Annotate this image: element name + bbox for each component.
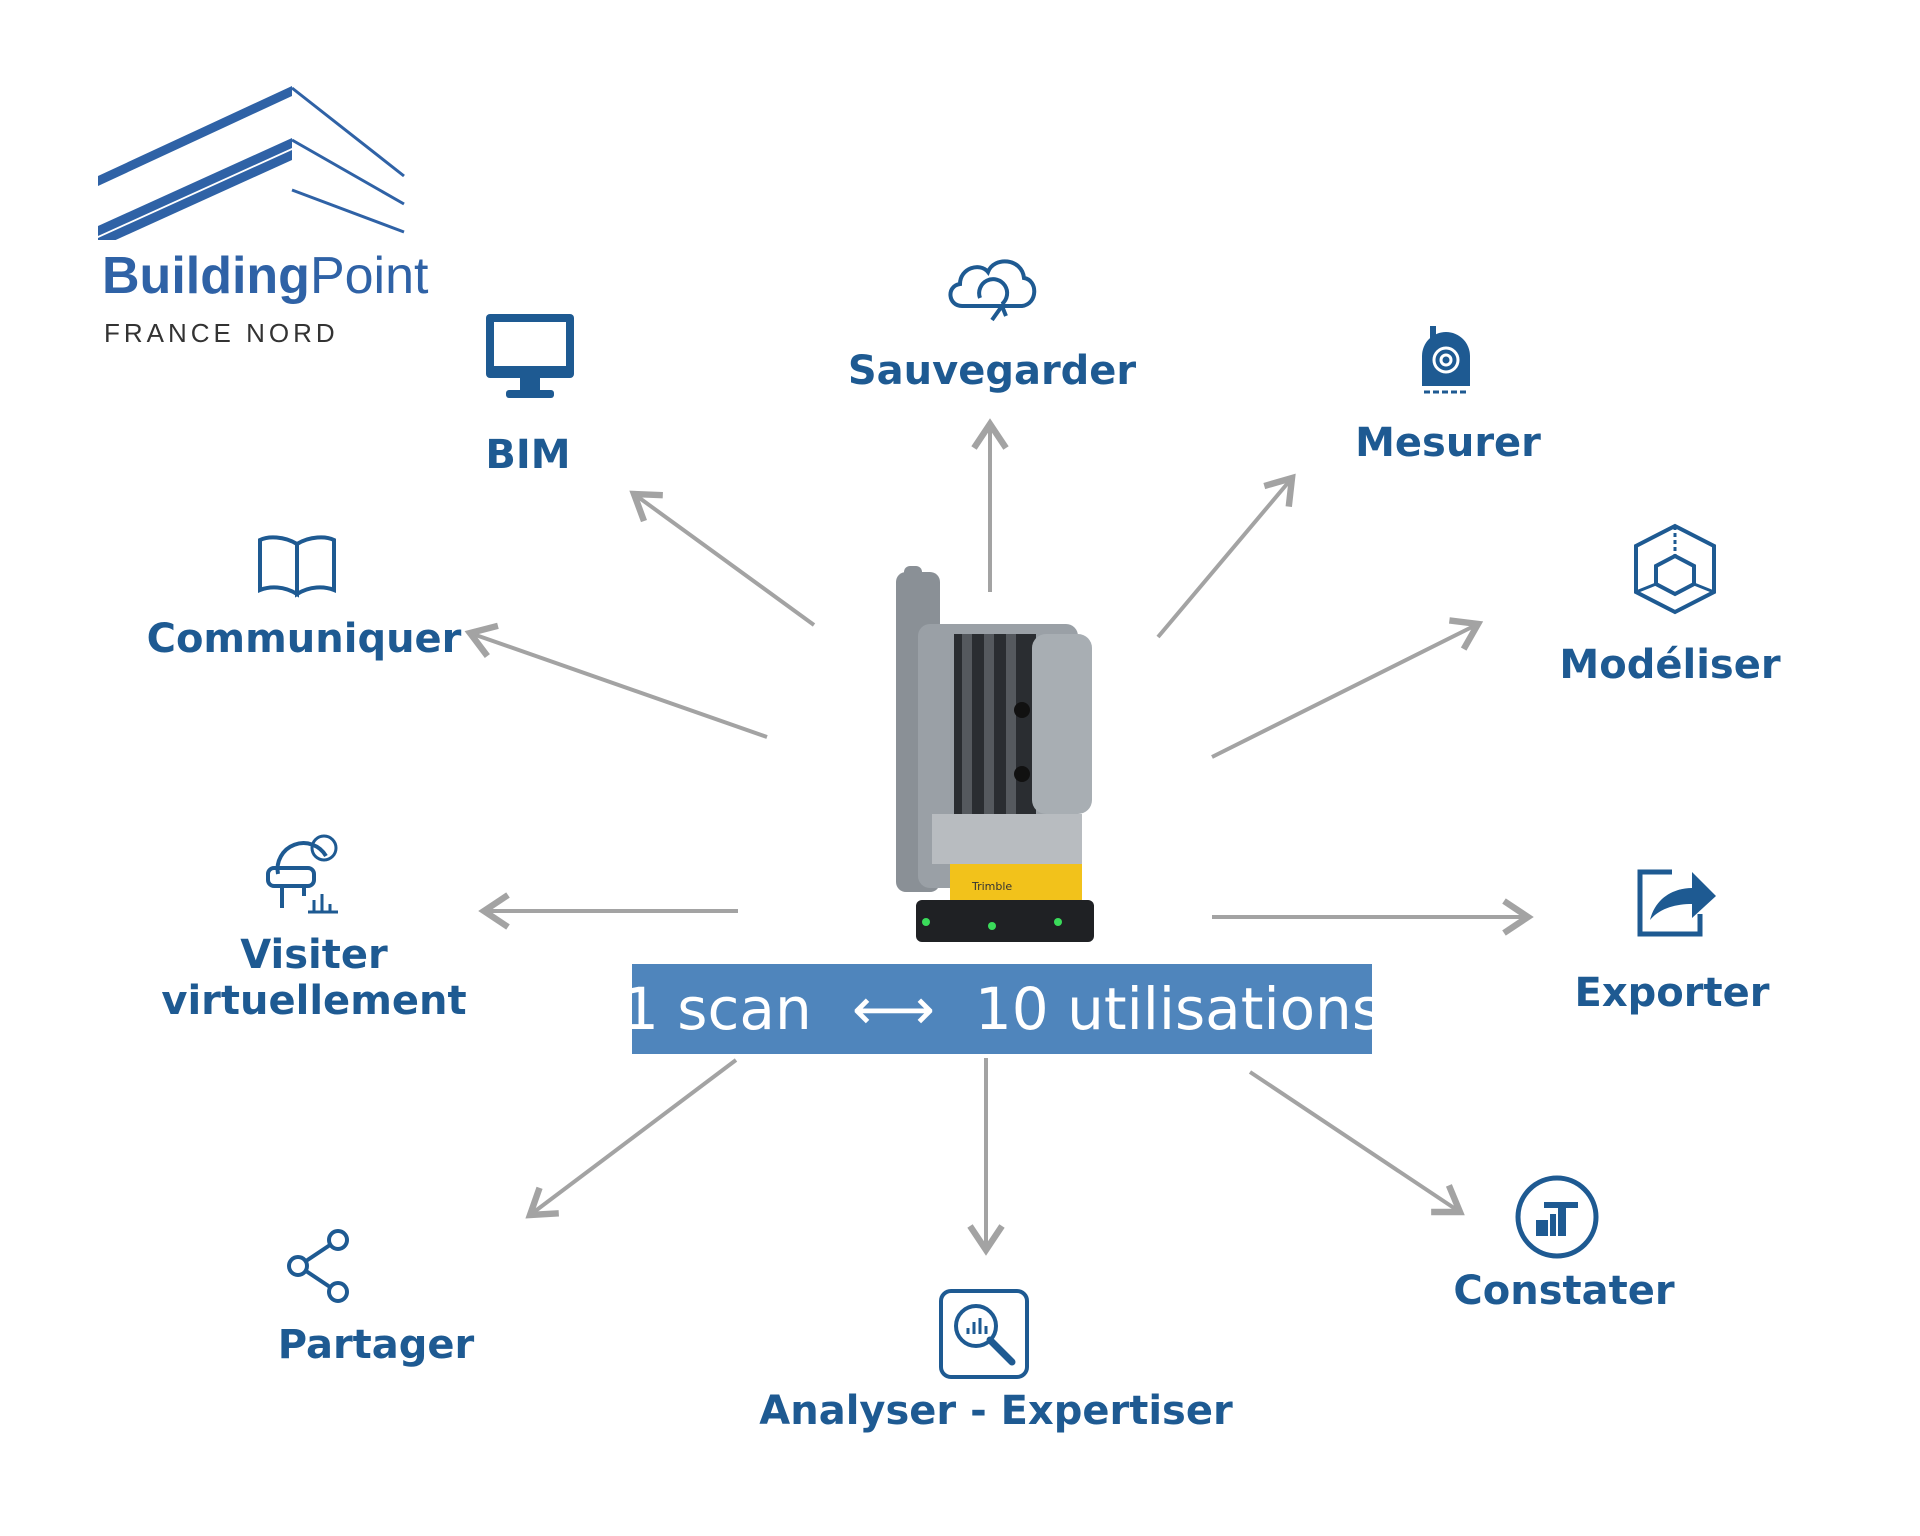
- label-visiter-line2: virtuellement: [161, 978, 467, 1024]
- label-visiter-line1: Visiter: [240, 932, 388, 978]
- laser-scanner-image: Trimble: [896, 566, 1094, 942]
- arrow-constater: [1248, 1070, 1465, 1216]
- analysis-magnifier-icon: [939, 1289, 1029, 1379]
- banner-right-text: 10 utilisations: [974, 975, 1383, 1043]
- device-brand-label: Trimble: [971, 880, 1012, 893]
- double-arrow-icon: ⟷: [851, 975, 935, 1043]
- label-analyser: Analyser - Expertiser: [759, 1388, 1233, 1434]
- label-bim: BIM: [485, 432, 571, 478]
- scan-usage-banner: 1 scan ⟷ 10 utilisations: [622, 964, 1382, 1054]
- logo-word-light: Point: [309, 247, 429, 305]
- building-logo-icon: [98, 86, 405, 240]
- construction-crane-icon: [1515, 1175, 1599, 1259]
- logo-subtitle: FRANCE NORD: [104, 318, 339, 348]
- vr-headset-icon: [266, 834, 338, 914]
- logo-wordmark: BuildingPoint: [102, 246, 428, 306]
- logo-word-bold: Building: [102, 247, 310, 305]
- label-communiquer: Communiquer: [146, 616, 462, 662]
- 3d-cube-icon: [1634, 523, 1716, 615]
- open-book-icon: [258, 535, 336, 598]
- export-share-icon: [1637, 869, 1716, 937]
- share-nodes-icon: [287, 1229, 349, 1303]
- label-mesurer: Mesurer: [1355, 420, 1541, 466]
- banner-left-text: 1 scan: [621, 975, 812, 1043]
- monitor-icon: [486, 314, 574, 398]
- label-constater: Constater: [1453, 1268, 1675, 1314]
- arrow-mesurer: [1156, 473, 1296, 639]
- label-partager: Partager: [277, 1322, 475, 1368]
- label-visiter: Visiter virtuellement: [161, 932, 466, 1024]
- label-exporter: Exporter: [1574, 970, 1770, 1016]
- arrow-communiquer: [464, 622, 768, 739]
- arrow-bim: [629, 490, 816, 627]
- cloud-sync-icon: [948, 259, 1037, 322]
- scanner-device-icon: [1422, 326, 1470, 394]
- arrow-modeliser: [1211, 617, 1484, 759]
- label-sauvegarder: Sauvegarder: [847, 348, 1137, 394]
- label-modeliser: Modéliser: [1559, 642, 1781, 688]
- arrow-partager: [525, 1058, 738, 1219]
